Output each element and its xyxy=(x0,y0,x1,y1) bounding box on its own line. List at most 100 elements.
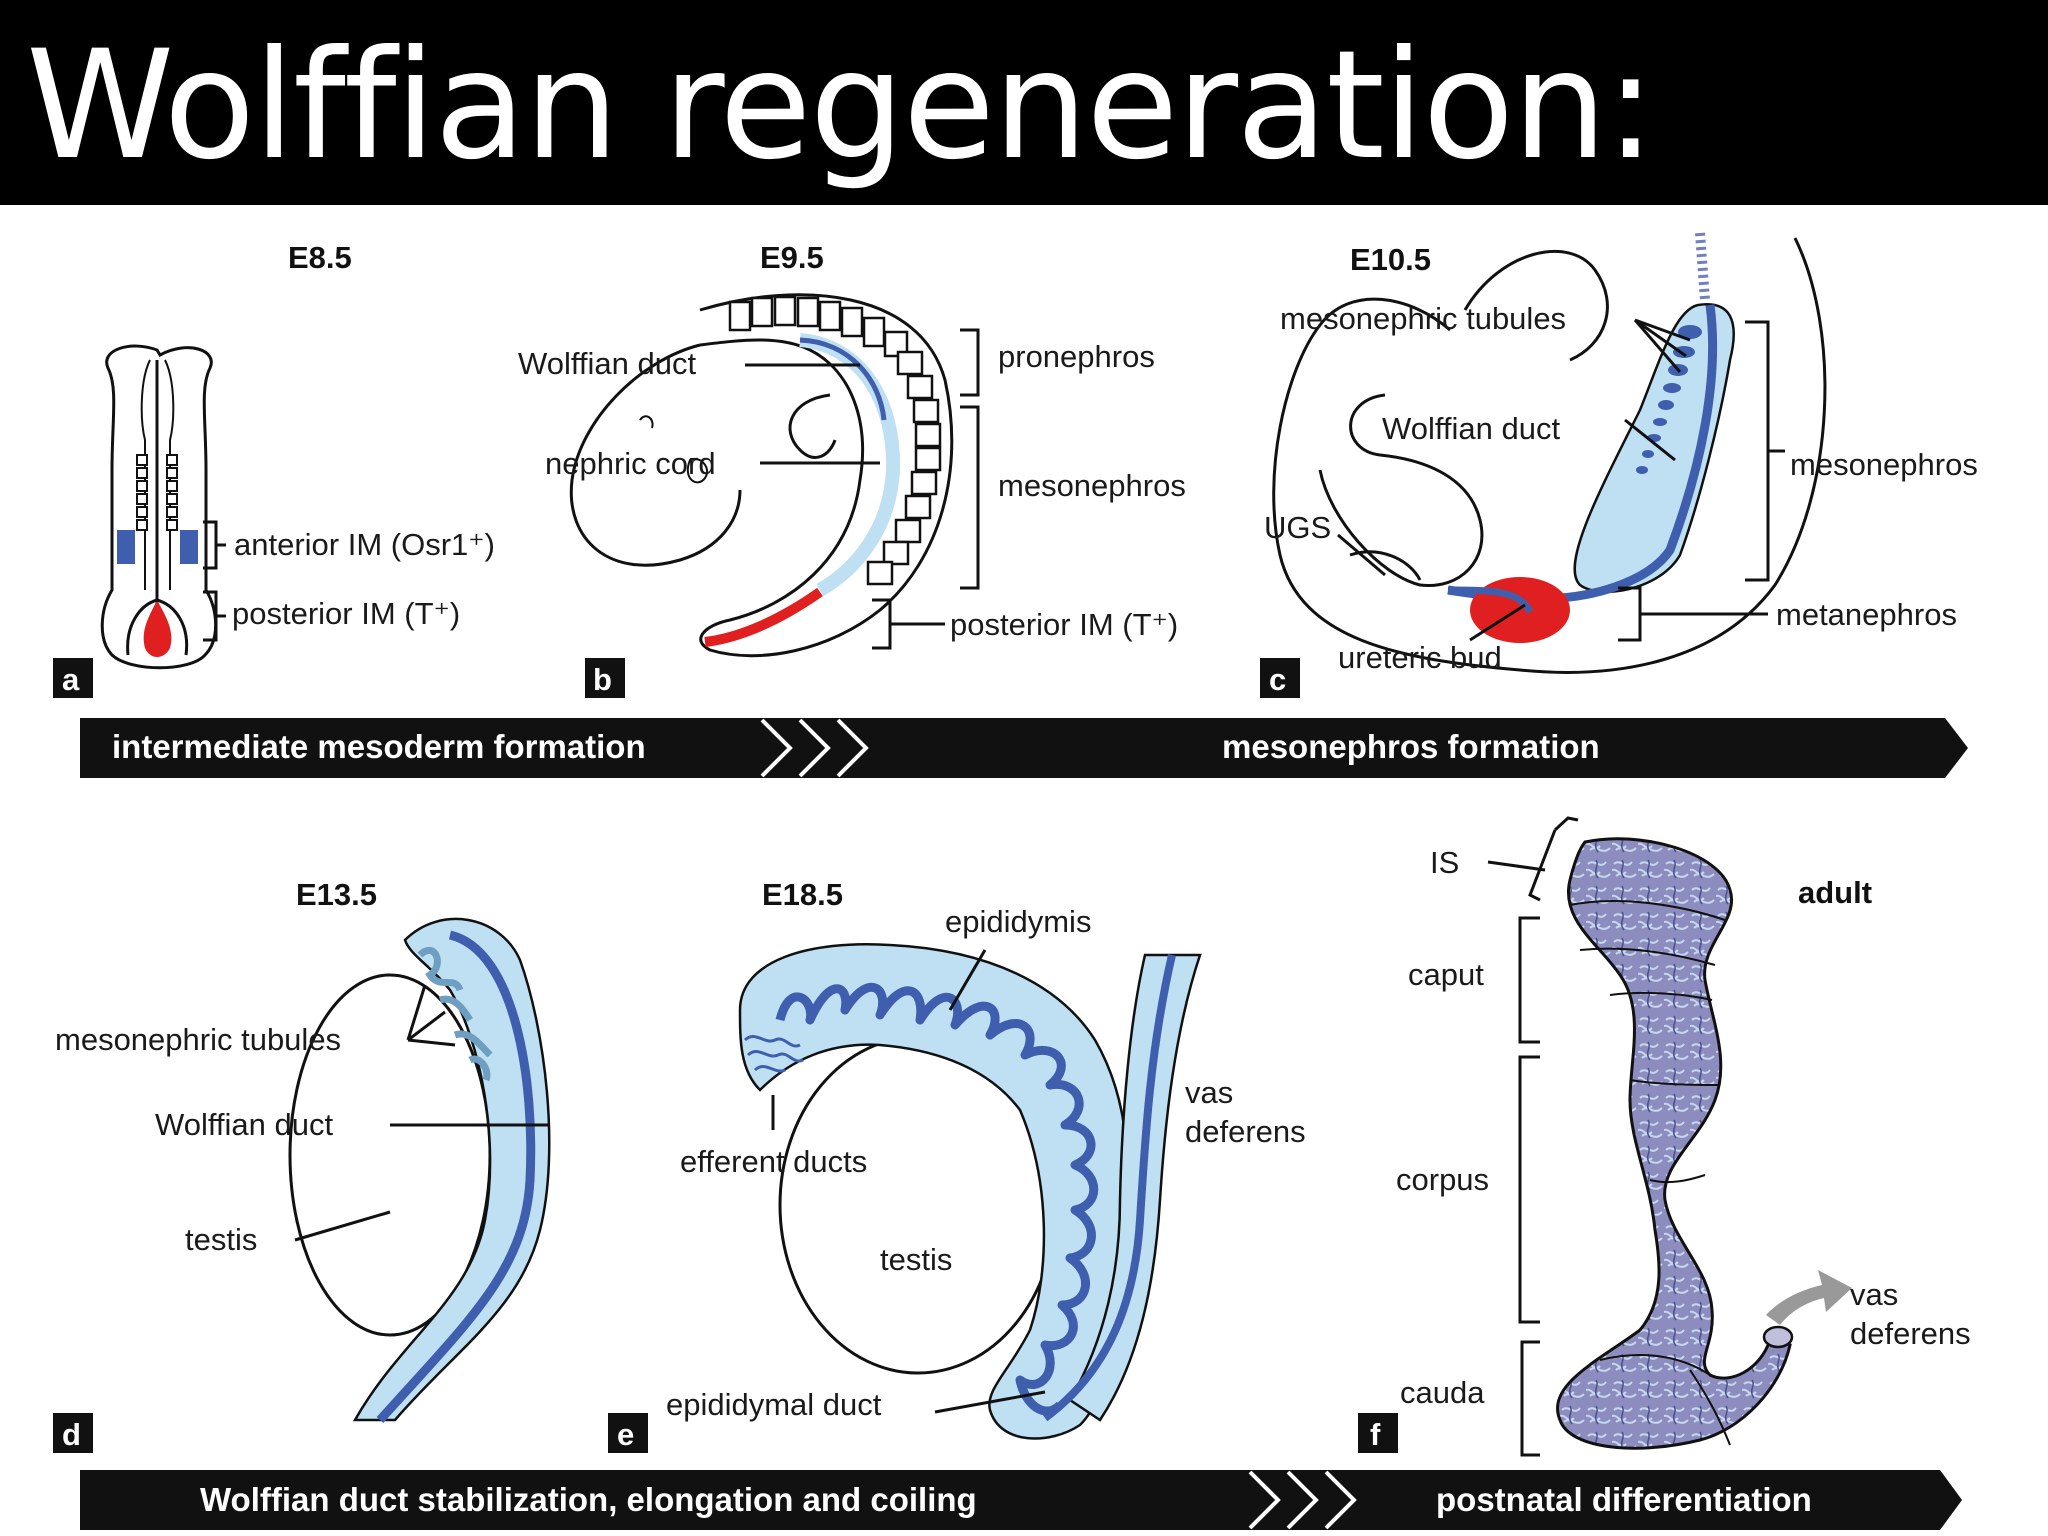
mesonephros-c-fill xyxy=(1573,302,1735,593)
anterior-im-label: anterior IM (Osr1⁺) xyxy=(234,527,495,562)
anterior-im-left xyxy=(117,530,135,564)
chevron-icon-3 xyxy=(836,718,869,778)
banner-bottom-arrow xyxy=(80,1470,1962,1530)
wolffian-duct-label-d: Wolffian duct xyxy=(155,1107,333,1142)
ureteric-bud-c xyxy=(1447,586,1534,614)
epididymal-duct-label: epididymal duct xyxy=(666,1387,882,1422)
panel-e: E18.5 epididymis efferent ducts testis v… xyxy=(608,877,1306,1453)
leader-ureteric-bud xyxy=(1469,603,1526,642)
vas-deferens-arrow xyxy=(1766,1270,1852,1325)
vas-deferens-stub xyxy=(1762,1325,1794,1349)
nephric-cord-outline xyxy=(788,393,837,459)
leader-mesonephric-tubules-c xyxy=(1633,318,1691,373)
leader-epididymis xyxy=(948,949,987,1011)
posterior-im-label-b: posterior IM (T⁺) xyxy=(950,607,1178,642)
bracket-caput xyxy=(1518,916,1540,1044)
banner-top: intermediate mesoderm formation mesoneph… xyxy=(80,718,1968,778)
posterior-im-b xyxy=(704,587,823,647)
nephric-cord-label: nephric cord xyxy=(545,446,716,481)
somites-b xyxy=(728,295,942,586)
embryo-outline-c xyxy=(1272,237,1827,674)
deferens-label-e: deferens xyxy=(1185,1114,1306,1149)
panel-d: E13.5 mesonephric tubules Wolffian duct … xyxy=(53,877,551,1453)
leader-testis-d xyxy=(294,1210,391,1242)
leader-mesonephric-tubules-d xyxy=(406,984,456,1047)
neural-fold-right xyxy=(164,359,175,590)
wolffian-duct-b xyxy=(799,333,901,597)
efferent-ducts-e xyxy=(743,1034,804,1073)
epididymal-duct-coil xyxy=(775,982,1099,1416)
panel-f: adult IS caput corpus cauda vas xyxy=(1358,816,1971,1457)
panel-b: E9.5 Wolffian duct nephric cord pronephr… xyxy=(518,240,1186,698)
pronephros-label: pronephros xyxy=(998,339,1155,374)
wolffian-duct-label-c: Wolffian duct xyxy=(1382,411,1560,446)
posterior-im-label: posterior IM (T⁺) xyxy=(232,596,460,631)
ureteric-bud-label: ureteric bud xyxy=(1338,640,1502,675)
bracket-posterior-im-b xyxy=(872,598,945,650)
deferens-label-f: deferens xyxy=(1850,1316,1971,1351)
neural-fold-left xyxy=(140,359,151,590)
vas-deferens-duct-e xyxy=(1042,954,1176,1422)
banner-mesonephros-formation: mesonephros formation xyxy=(1222,728,1600,765)
panel-letter-f-box xyxy=(1358,1413,1398,1453)
vas-deferens-body-e xyxy=(1068,953,1202,1422)
chevron-icon-2 xyxy=(798,718,831,778)
banner-intermediate-mesoderm: intermediate mesoderm formation xyxy=(112,728,646,765)
panel-c: E10.5 mesonephric tubules Wolffian duct … xyxy=(1260,232,1978,698)
leader-ugs xyxy=(1337,533,1386,577)
epididymis-label: epididymis xyxy=(945,904,1091,939)
stage-label-e10-5: E10.5 xyxy=(1350,242,1431,277)
bracket-mesonephros-b xyxy=(960,405,980,590)
bracket-cauda xyxy=(1520,1340,1540,1457)
is-label: IS xyxy=(1430,845,1459,880)
tissue-segments xyxy=(1569,900,1731,1446)
bracket-mesonephros-c xyxy=(1745,320,1770,582)
panel-letter-f: f xyxy=(1370,1417,1381,1452)
dashed-tail-c xyxy=(1695,232,1710,301)
chevron-icon-1 xyxy=(760,718,793,778)
head-outline-b xyxy=(569,343,742,567)
ear-b xyxy=(639,415,654,429)
panel-a: E8.5 anterior IM (Osr1⁺) posterior IM (T… xyxy=(53,240,495,698)
stage-label-e8-5: E8.5 xyxy=(288,240,352,275)
embryo-outline-b xyxy=(699,293,954,658)
chevron-icon-5 xyxy=(1286,1470,1319,1530)
banner-bottom: Wolffian duct stabilization, elongation … xyxy=(80,1470,1962,1530)
epididymis-body-e xyxy=(738,943,1130,1440)
slide-title: Wolffian regeneration: xyxy=(26,19,1656,193)
mesonephric-tubules-label-c: mesonephric tubules xyxy=(1280,301,1566,336)
wolffian-duct-d xyxy=(376,930,536,1424)
panel-letter-c: c xyxy=(1269,662,1286,697)
posterior-outline xyxy=(126,598,189,656)
panel-letter-b-box xyxy=(585,658,625,698)
bracket-anterior-im xyxy=(203,520,226,570)
mesonephros-label-b: mesonephros xyxy=(998,468,1186,503)
testis-label-d: testis xyxy=(185,1222,257,1257)
panel-letter-e: e xyxy=(617,1417,634,1452)
bracket-metanephros xyxy=(1618,586,1768,642)
chevron-icon-4 xyxy=(1248,1470,1281,1530)
testis-label-e: testis xyxy=(880,1242,952,1277)
panel-letter-e-box xyxy=(608,1413,648,1453)
bracket-posterior-im xyxy=(203,590,226,642)
embryo-outline-a xyxy=(100,344,218,670)
corpus-label: corpus xyxy=(1396,1162,1489,1197)
chevron-icon-6 xyxy=(1324,1470,1357,1530)
metanephric-mesenchyme xyxy=(1470,577,1570,643)
metanephros-label: metanephros xyxy=(1776,597,1957,632)
stage-label-e13-5: E13.5 xyxy=(296,877,377,912)
panel-letter-d: d xyxy=(62,1417,81,1452)
eye-b xyxy=(686,457,709,484)
stage-label-e18-5: E18.5 xyxy=(762,877,843,912)
banner-wolffian-stabilization: Wolffian duct stabilization, elongation … xyxy=(200,1481,977,1518)
stage-label-adult: adult xyxy=(1798,875,1872,910)
panel-letter-d-box xyxy=(53,1413,93,1453)
adult-epididymis xyxy=(1556,837,1792,1450)
bracket-is xyxy=(1487,816,1579,902)
panel-letter-a: a xyxy=(62,662,80,697)
bracket-pronephros xyxy=(960,328,980,397)
posterior-im-red xyxy=(143,600,172,657)
somites-a xyxy=(136,454,178,531)
wolffian-body-d xyxy=(352,917,551,1422)
gut-tube-c xyxy=(1318,393,1484,588)
